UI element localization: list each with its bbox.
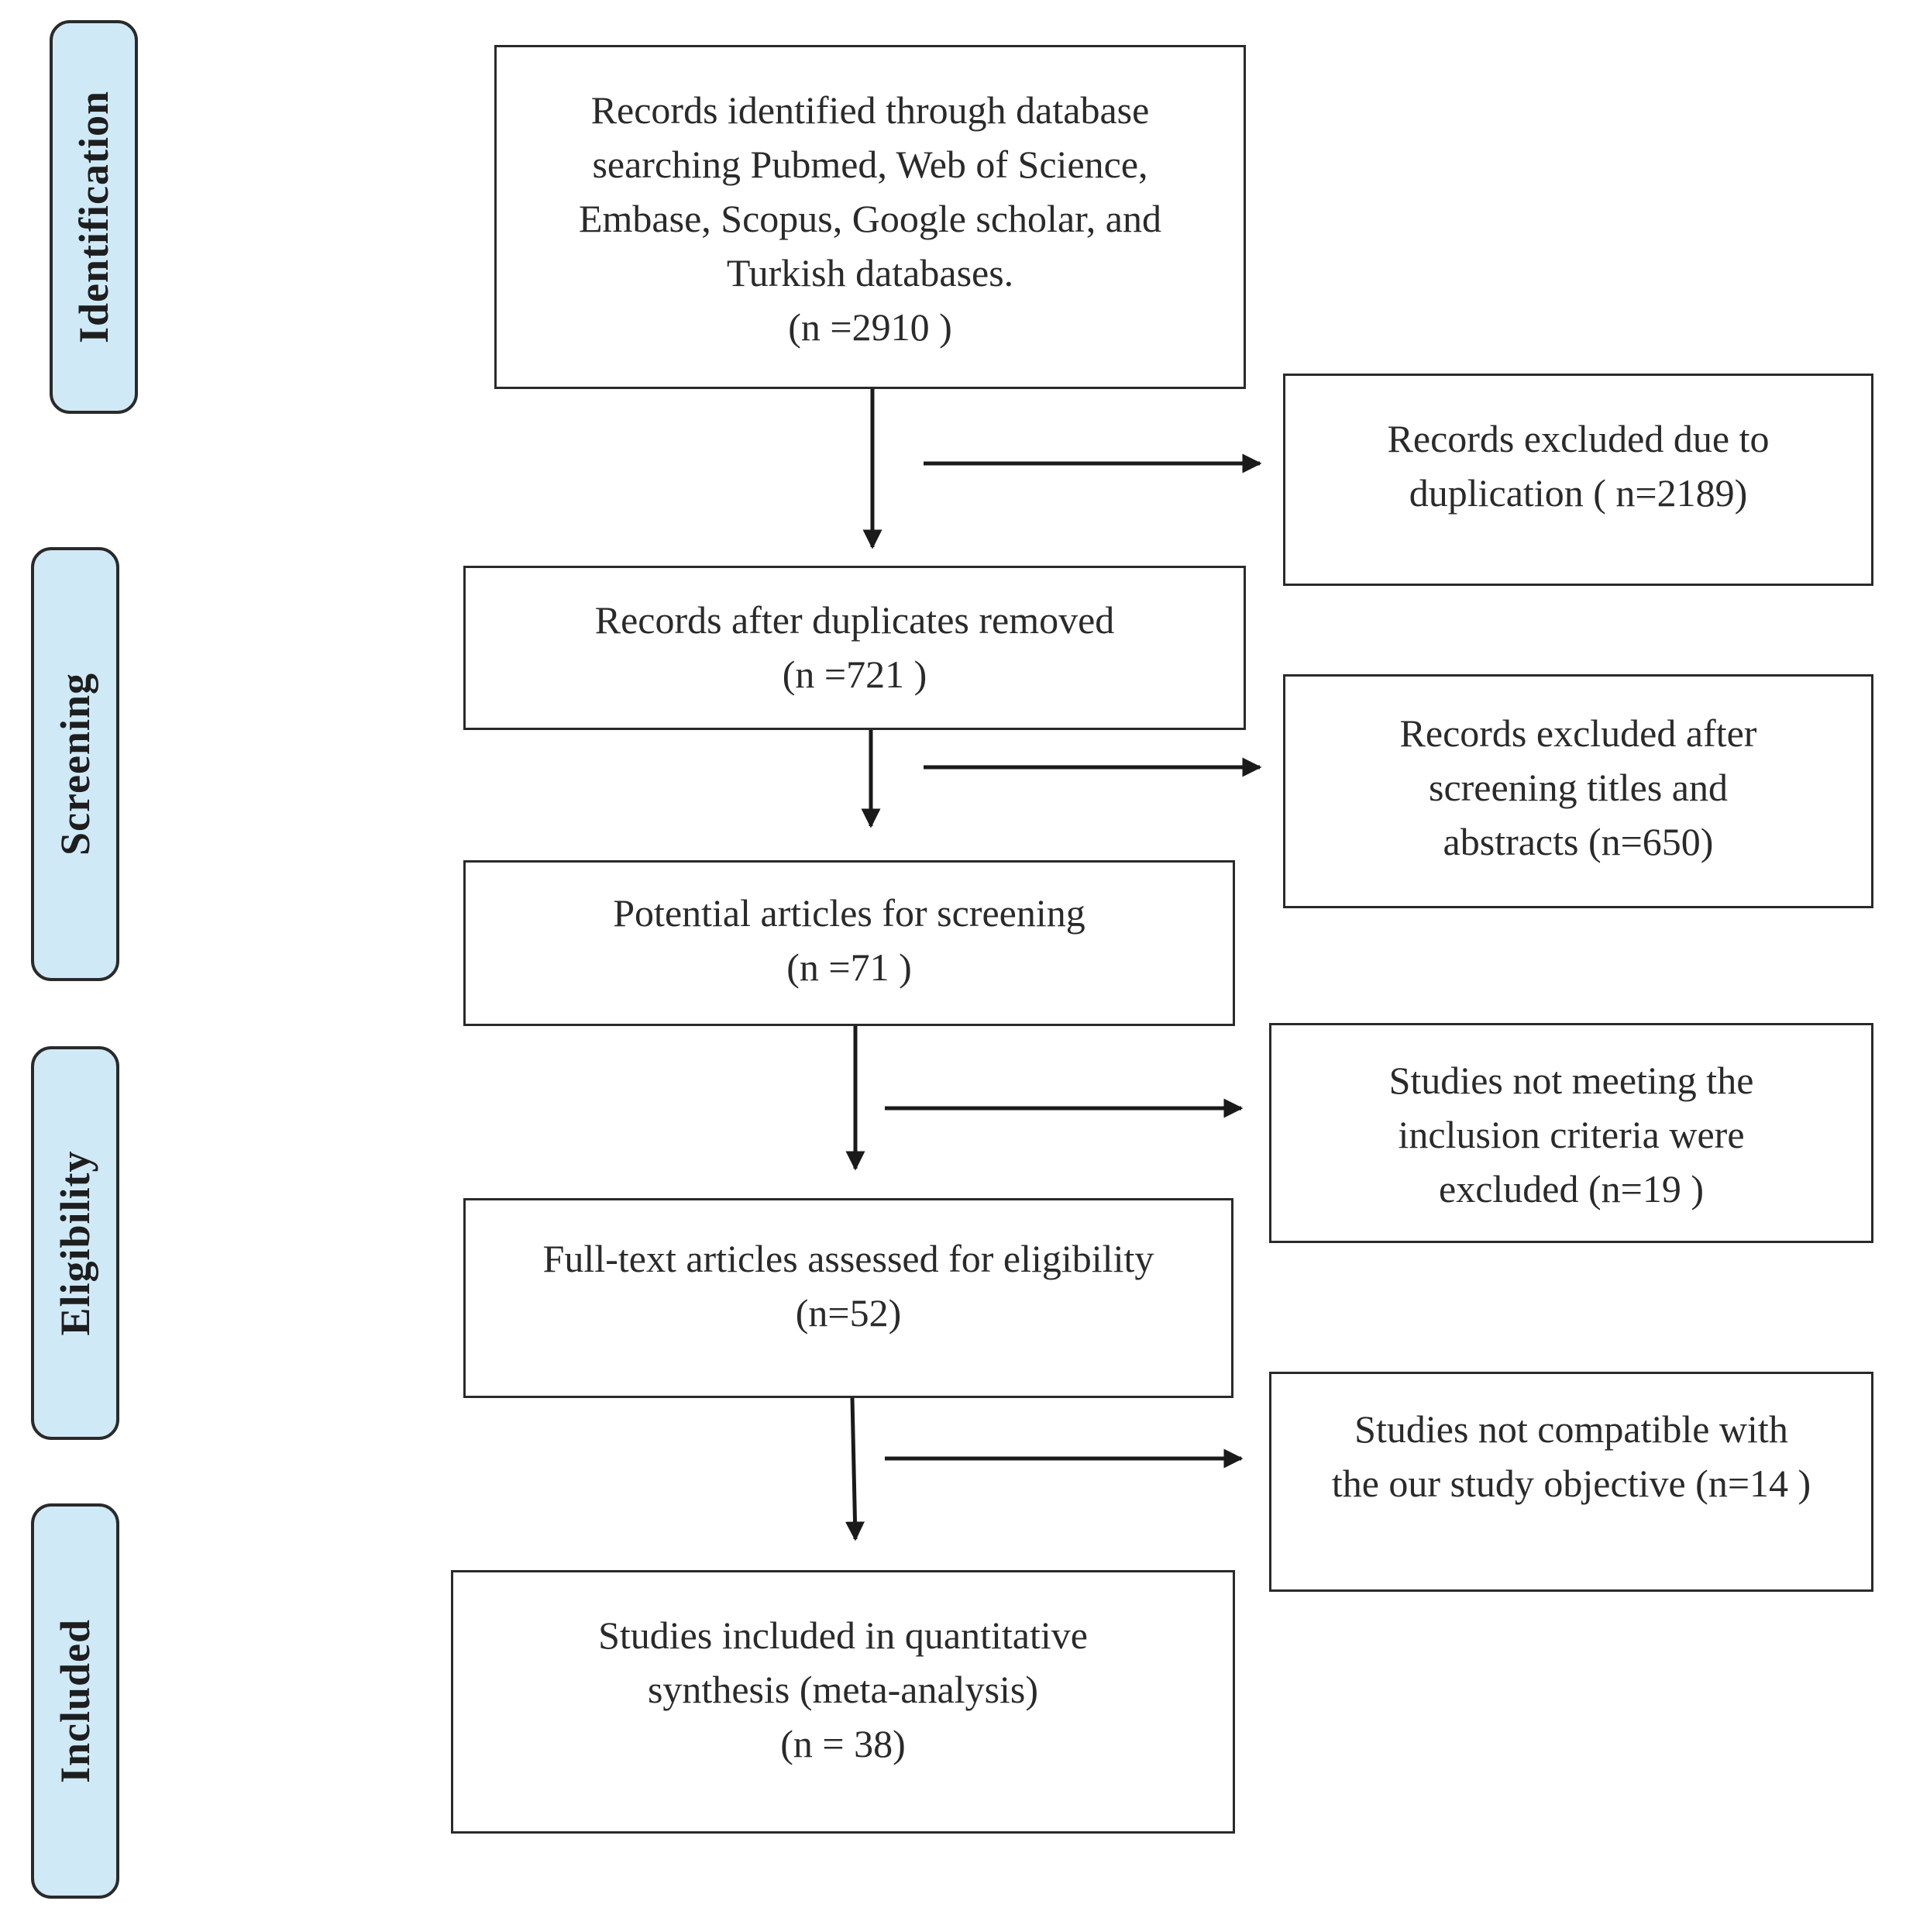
box-count: abstracts (n=650) (1443, 820, 1714, 863)
excluded-duplicates-box: Records excluded due to duplication ( n=… (1283, 374, 1873, 586)
studies-included-box: Studies included in quantitative synthes… (451, 1570, 1235, 1834)
excluded-not-compatible-box: Studies not compatible with the our stud… (1269, 1372, 1873, 1592)
box-count: excluded (n=19 ) (1439, 1167, 1704, 1211)
box-text-line: searching Pubmed, Web of Science, (592, 143, 1148, 186)
box-text-line: Studies included in quantitative (598, 1613, 1088, 1657)
box-count: the our study objective (n=14 ) (1331, 1462, 1811, 1505)
records-identified-box: Records identified through database sear… (494, 45, 1246, 389)
box-text-line: Studies not compatible with (1354, 1407, 1788, 1451)
potential-articles-box: Potential articles for screening (n =71 … (463, 860, 1235, 1026)
box-text-line: Turkish databases. (726, 251, 1014, 294)
box-text-line: Records after duplicates removed (594, 598, 1115, 642)
box-text-line: inclusion criteria were (1398, 1113, 1745, 1156)
box-text-line: Potential articles for screening (613, 891, 1085, 935)
box-count: (n = 38) (780, 1722, 906, 1765)
box-text-line: Records excluded due to (1387, 417, 1770, 460)
stage-eligibility: Eligibility (31, 1046, 119, 1440)
down-arrow (845, 1397, 865, 1541)
stage-screening: Screening (31, 547, 119, 981)
box-text-line: Embase, Scopus, Google scholar, and (578, 197, 1161, 240)
box-text-line: screening titles and (1429, 766, 1728, 809)
box-text-line: Records excluded after (1399, 711, 1757, 755)
box-count: (n =721 ) (782, 653, 927, 696)
box-count: (n =2910 ) (788, 305, 952, 349)
excluded-titles-abstracts-box: Records excluded after screening titles … (1283, 674, 1873, 908)
box-text-line: synthesis (meta-analysis) (647, 1668, 1039, 1711)
full-text-articles-box: Full-text articles assessed for eligibil… (463, 1198, 1233, 1398)
box-count: (n=52) (795, 1291, 902, 1334)
box-count: duplication ( n=2189) (1409, 471, 1748, 515)
records-after-duplicates-box: Records after duplicates removed (n =721… (463, 566, 1246, 730)
box-text-line: Studies not meeting the (1388, 1059, 1754, 1102)
stage-included: Included (31, 1503, 119, 1899)
box-count: (n =71 ) (786, 945, 912, 989)
stage-identification: Identification (50, 20, 138, 414)
box-text-line: Records identified through database (590, 88, 1150, 132)
box-text-line: Full-text articles assessed for eligibil… (542, 1237, 1154, 1280)
excluded-inclusion-criteria-box: Studies not meeting the inclusion criter… (1269, 1023, 1873, 1243)
